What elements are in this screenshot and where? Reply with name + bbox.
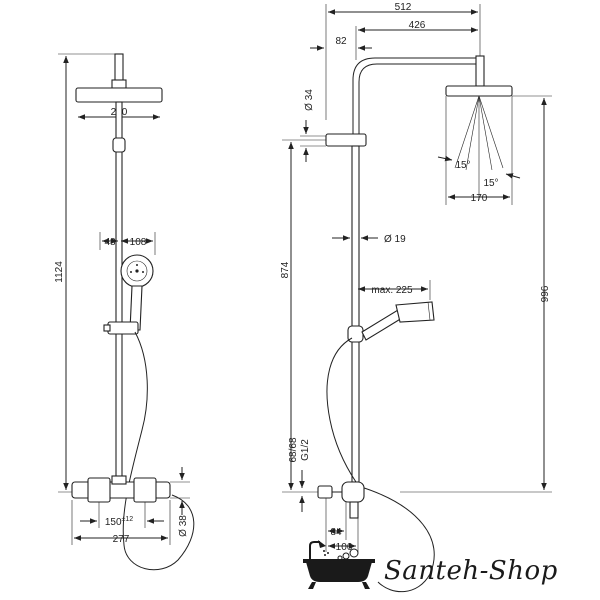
side-head-diameter-label: 170	[471, 193, 488, 204]
side-hand-shower-face	[427, 301, 431, 321]
front-mixer-outlet	[111, 475, 127, 485]
side-thermostat-body	[341, 481, 365, 503]
side-mixer-depth-total-label: 106	[336, 542, 353, 553]
front-shower-head	[75, 87, 163, 103]
side-pipe-top-diameter-label: Ø 34	[304, 89, 315, 111]
side-hose-lower	[357, 485, 435, 593]
bathtub-logo-icon	[303, 540, 375, 589]
side-hand-reach-label: max. 225	[371, 285, 413, 296]
front-mixer-centers-value: 150	[105, 517, 122, 528]
side-mixer-depth-label: 84	[330, 527, 342, 538]
side-arm-reach-label: 426	[409, 20, 426, 31]
side-angle-left-label: 15°	[455, 160, 470, 171]
front-hand-shower-nozzle	[130, 271, 132, 273]
side-wall-bracket	[325, 133, 367, 147]
side-arm-total-label: 512	[395, 2, 412, 13]
front-riser-pipe	[115, 101, 123, 493]
front-hand-shower-handle	[129, 285, 143, 331]
side-angle-right-label: 15°	[483, 178, 498, 189]
side-riser-pipe	[351, 145, 360, 483]
front-slider-holder	[107, 321, 139, 335]
front-pipe-diameter-label: Ø 38	[178, 515, 189, 537]
front-hand-shower-nozzle	[142, 271, 144, 273]
side-wall-offset-label: 82	[335, 36, 347, 47]
front-height-label: 1124	[54, 261, 65, 283]
side-inlet-height-label: 68/68	[288, 437, 299, 462]
side-inlet-connector	[317, 485, 333, 499]
front-mixer-width-label: 277	[113, 534, 130, 545]
side-spray-line-right-outer	[478, 95, 504, 169]
side-hand-shower-handle	[361, 309, 403, 341]
side-pipe-diameter-label: Ø 19	[384, 234, 406, 245]
front-hose	[122, 331, 195, 571]
front-slider-knob	[103, 324, 111, 332]
side-shower-head	[445, 85, 513, 97]
side-slider-holder	[347, 325, 364, 343]
front-riser-coupling	[112, 137, 126, 153]
front-hand-shower-center	[135, 269, 139, 273]
side-head-height-label: 996	[540, 285, 551, 302]
front-mixer-knob-right	[133, 477, 157, 503]
front-head-joint	[111, 79, 127, 89]
side-overhead-arm-outer	[358, 63, 478, 140]
side-angle-right-arrow	[505, 173, 521, 179]
side-angle-left-arrow	[437, 155, 453, 162]
side-thermostat-spout	[349, 501, 359, 519]
front-hand-offset-label: 48	[104, 237, 116, 248]
front-hand-diameter-label: 108	[130, 237, 147, 248]
watermark-text: Santeh-Shop	[384, 556, 558, 586]
side-spray-line-left-outer	[454, 95, 480, 169]
side-head-stem	[475, 55, 485, 87]
front-mixer-tolerance: ±12	[122, 516, 134, 523]
side-hand-shower-head	[395, 301, 435, 323]
side-spray-line-left-inner	[465, 95, 480, 171]
side-inlet-thread-label: G1/2	[300, 439, 311, 461]
front-mixer-centers-label: 150±12	[105, 516, 133, 528]
front-view: 1124 230 48 108	[54, 53, 195, 571]
side-overhead-arm-inner	[352, 57, 478, 140]
front-hand-shower-nozzle	[136, 264, 138, 266]
front-hand-shower-face	[126, 260, 148, 282]
side-rail-height-label: 874	[280, 261, 291, 278]
side-view: 512 426 82 Ø 34 15° 15° 170	[280, 2, 552, 593]
front-mixer-knob-left	[87, 477, 111, 503]
side-spray-line-right-inner	[478, 95, 493, 171]
side-hose-upper	[326, 337, 357, 483]
